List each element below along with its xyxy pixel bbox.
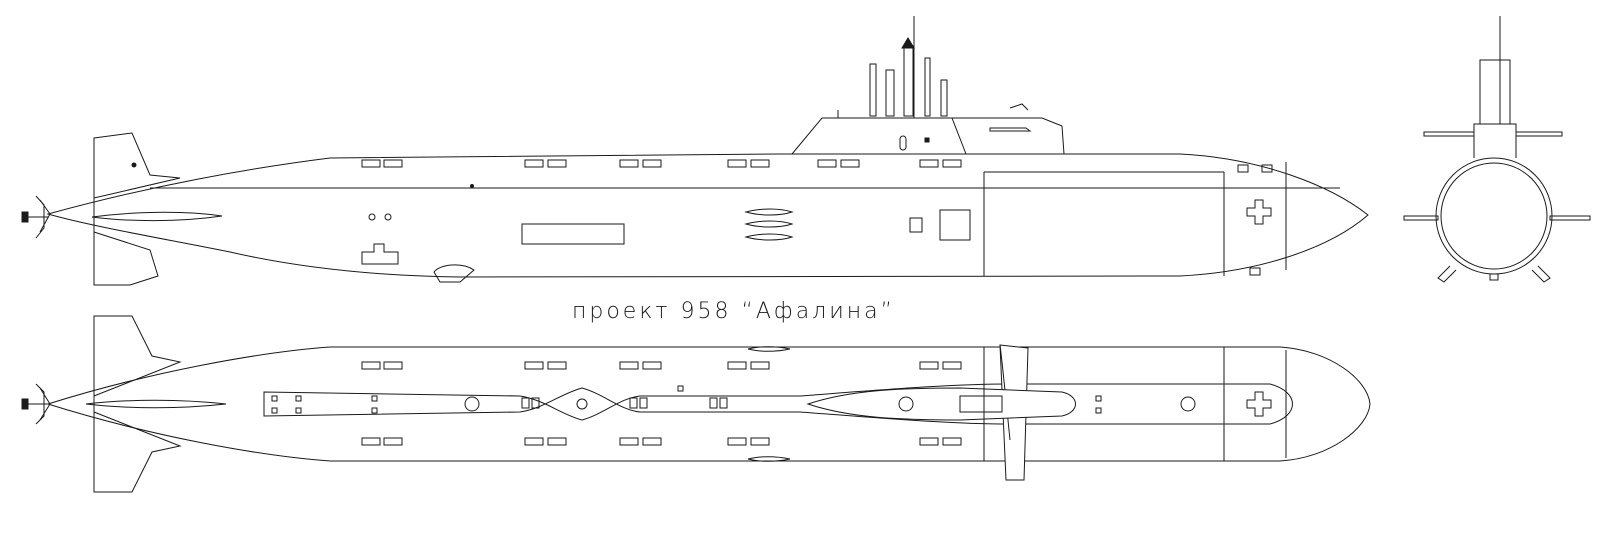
drawing-caption: проект 958 “Афалина”: [572, 299, 895, 324]
propeller-side: [21, 195, 51, 239]
propeller-top: [21, 383, 51, 425]
sail-side: [790, 16, 1065, 155]
top-view: [21, 315, 1371, 493]
front-view: [1403, 16, 1591, 283]
deck-hatches-side: [361, 159, 962, 168]
deck-hatches-top: [361, 361, 962, 446]
side-view: [21, 16, 1369, 286]
